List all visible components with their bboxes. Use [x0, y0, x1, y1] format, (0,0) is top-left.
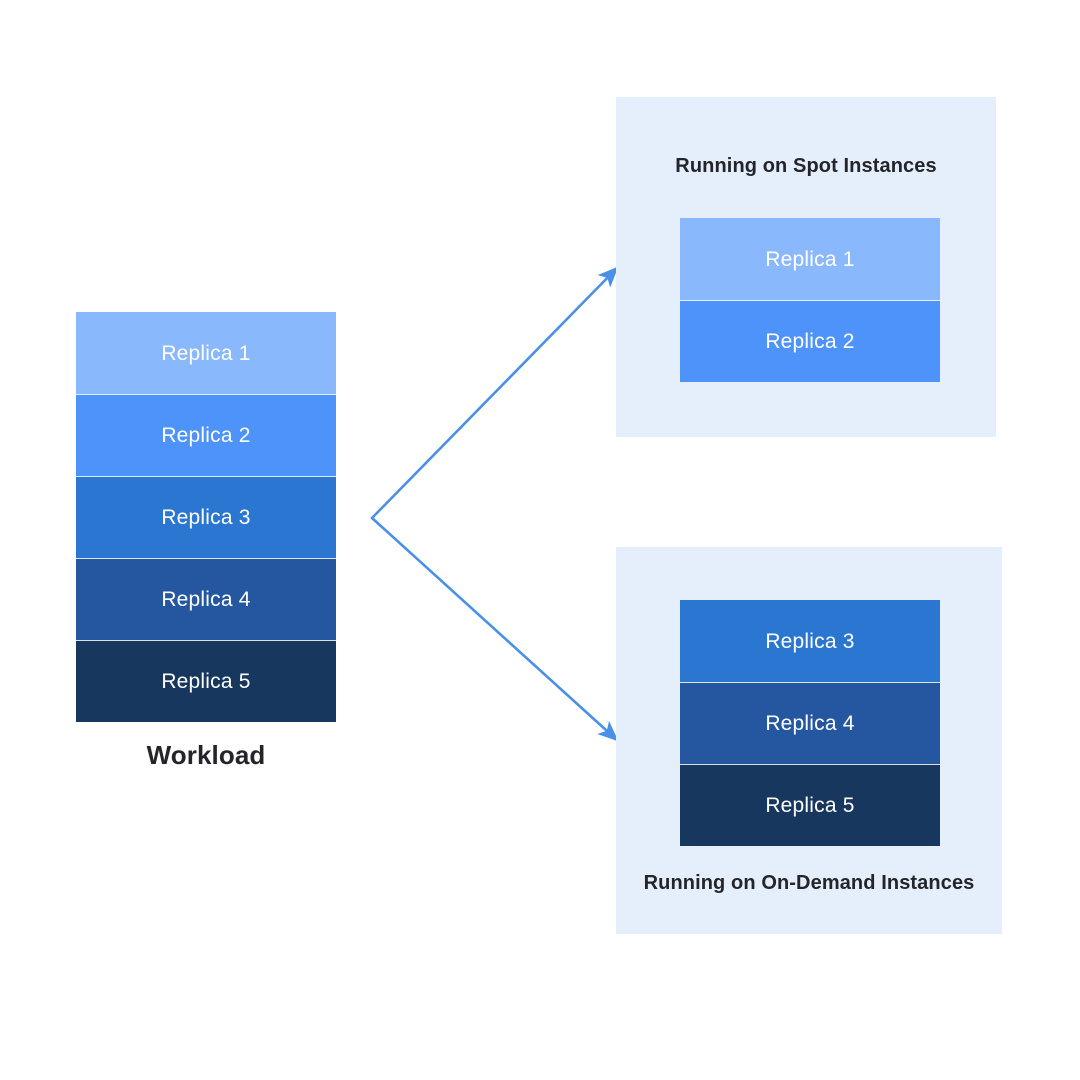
ondemand-replica-stack: Replica 3 Replica 4 Replica 5 [680, 600, 940, 846]
replica-label: Replica 2 [161, 424, 251, 447]
replica-label: Replica 1 [765, 247, 855, 271]
replica-label: Replica 4 [765, 712, 855, 735]
replica-band: Replica 3 [76, 476, 336, 558]
replica-label: Replica 3 [161, 506, 251, 529]
replica-band: Replica 2 [76, 394, 336, 476]
replica-label: Replica 2 [765, 330, 855, 353]
replica-label: Replica 1 [161, 341, 251, 365]
spot-replica-stack: Replica 1 Replica 2 [680, 218, 940, 382]
replica-band: Replica 5 [76, 640, 336, 722]
replica-band: Replica 2 [680, 300, 940, 382]
arrow-to-ondemand [370, 516, 619, 742]
replica-label: Replica 5 [765, 794, 855, 817]
workload-replica-stack: Replica 1 Replica 2 Replica 3 Replica 4 Repl… [76, 312, 336, 722]
replica-band: Replica 4 [680, 682, 940, 764]
replica-band: Replica 1 [76, 312, 336, 394]
replica-label: Replica 3 [765, 629, 855, 653]
arrow-to-spot [370, 266, 619, 520]
panel-ondemand-instances: Replica 3 Replica 4 Replica 5 Running on O… [616, 547, 1002, 934]
replica-label: Replica 4 [161, 588, 251, 611]
workload-label: Workload [146, 740, 266, 770]
panel-ondemand-title: Running on On-Demand Instances [643, 872, 975, 894]
replica-band: Replica 5 [680, 764, 940, 846]
workload-group: Replica 1 Replica 2 Replica 3 Replica 4 Repl… [76, 312, 336, 770]
replica-band: Replica 4 [76, 558, 336, 640]
replica-band: Replica 1 [680, 218, 940, 300]
replica-band: Replica 3 [680, 600, 940, 682]
panel-spot-title: Running on Spot Instances [675, 155, 937, 177]
replica-label: Replica 5 [161, 670, 251, 693]
